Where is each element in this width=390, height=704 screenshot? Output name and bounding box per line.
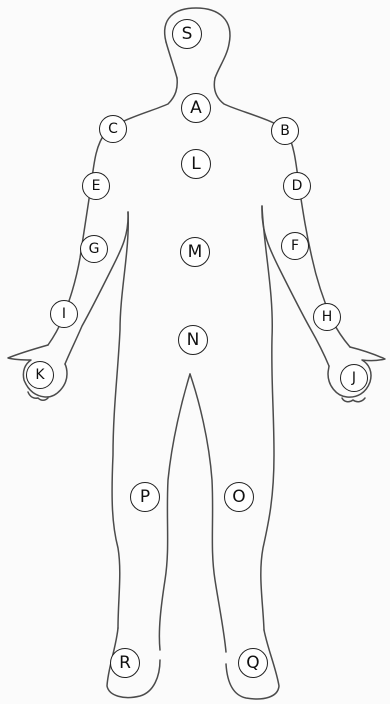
marker-label-p: P xyxy=(140,489,150,506)
marker-label-j: J xyxy=(352,371,356,385)
marker-n[interactable]: N xyxy=(178,325,208,355)
marker-label-d: D xyxy=(292,179,303,193)
marker-q[interactable]: Q xyxy=(238,648,268,678)
marker-label-r: R xyxy=(119,655,131,672)
marker-label-g: G xyxy=(89,242,100,256)
marker-a[interactable]: A xyxy=(181,93,211,123)
marker-label-q: Q xyxy=(246,655,259,672)
marker-d[interactable]: D xyxy=(283,172,311,200)
marker-label-k: K xyxy=(35,368,44,382)
marker-label-c: C xyxy=(108,122,118,136)
marker-c[interactable]: C xyxy=(99,115,127,143)
marker-label-o: O xyxy=(232,489,245,506)
marker-g[interactable]: G xyxy=(80,235,108,263)
marker-k[interactable]: K xyxy=(26,361,54,389)
marker-e[interactable]: E xyxy=(82,172,110,200)
marker-h[interactable]: H xyxy=(313,303,341,331)
marker-j[interactable]: J xyxy=(340,364,368,392)
marker-r[interactable]: R xyxy=(110,648,140,678)
marker-label-a: A xyxy=(190,100,202,117)
marker-label-i: I xyxy=(62,307,66,321)
marker-b[interactable]: B xyxy=(271,117,299,145)
marker-label-s: S xyxy=(182,26,193,43)
marker-s[interactable]: S xyxy=(172,19,202,49)
marker-label-b: B xyxy=(280,124,290,138)
marker-label-f: F xyxy=(291,239,299,253)
marker-p[interactable]: P xyxy=(130,482,160,512)
marker-i[interactable]: I xyxy=(50,300,78,328)
marker-m[interactable]: M xyxy=(180,237,210,267)
marker-label-n: N xyxy=(187,332,200,349)
marker-f[interactable]: F xyxy=(281,232,309,260)
marker-label-l: L xyxy=(191,156,200,173)
marker-o[interactable]: O xyxy=(224,482,254,512)
marker-label-h: H xyxy=(322,310,333,324)
marker-l[interactable]: L xyxy=(181,149,211,179)
marker-label-e: E xyxy=(92,179,101,193)
marker-label-m: M xyxy=(188,244,203,261)
